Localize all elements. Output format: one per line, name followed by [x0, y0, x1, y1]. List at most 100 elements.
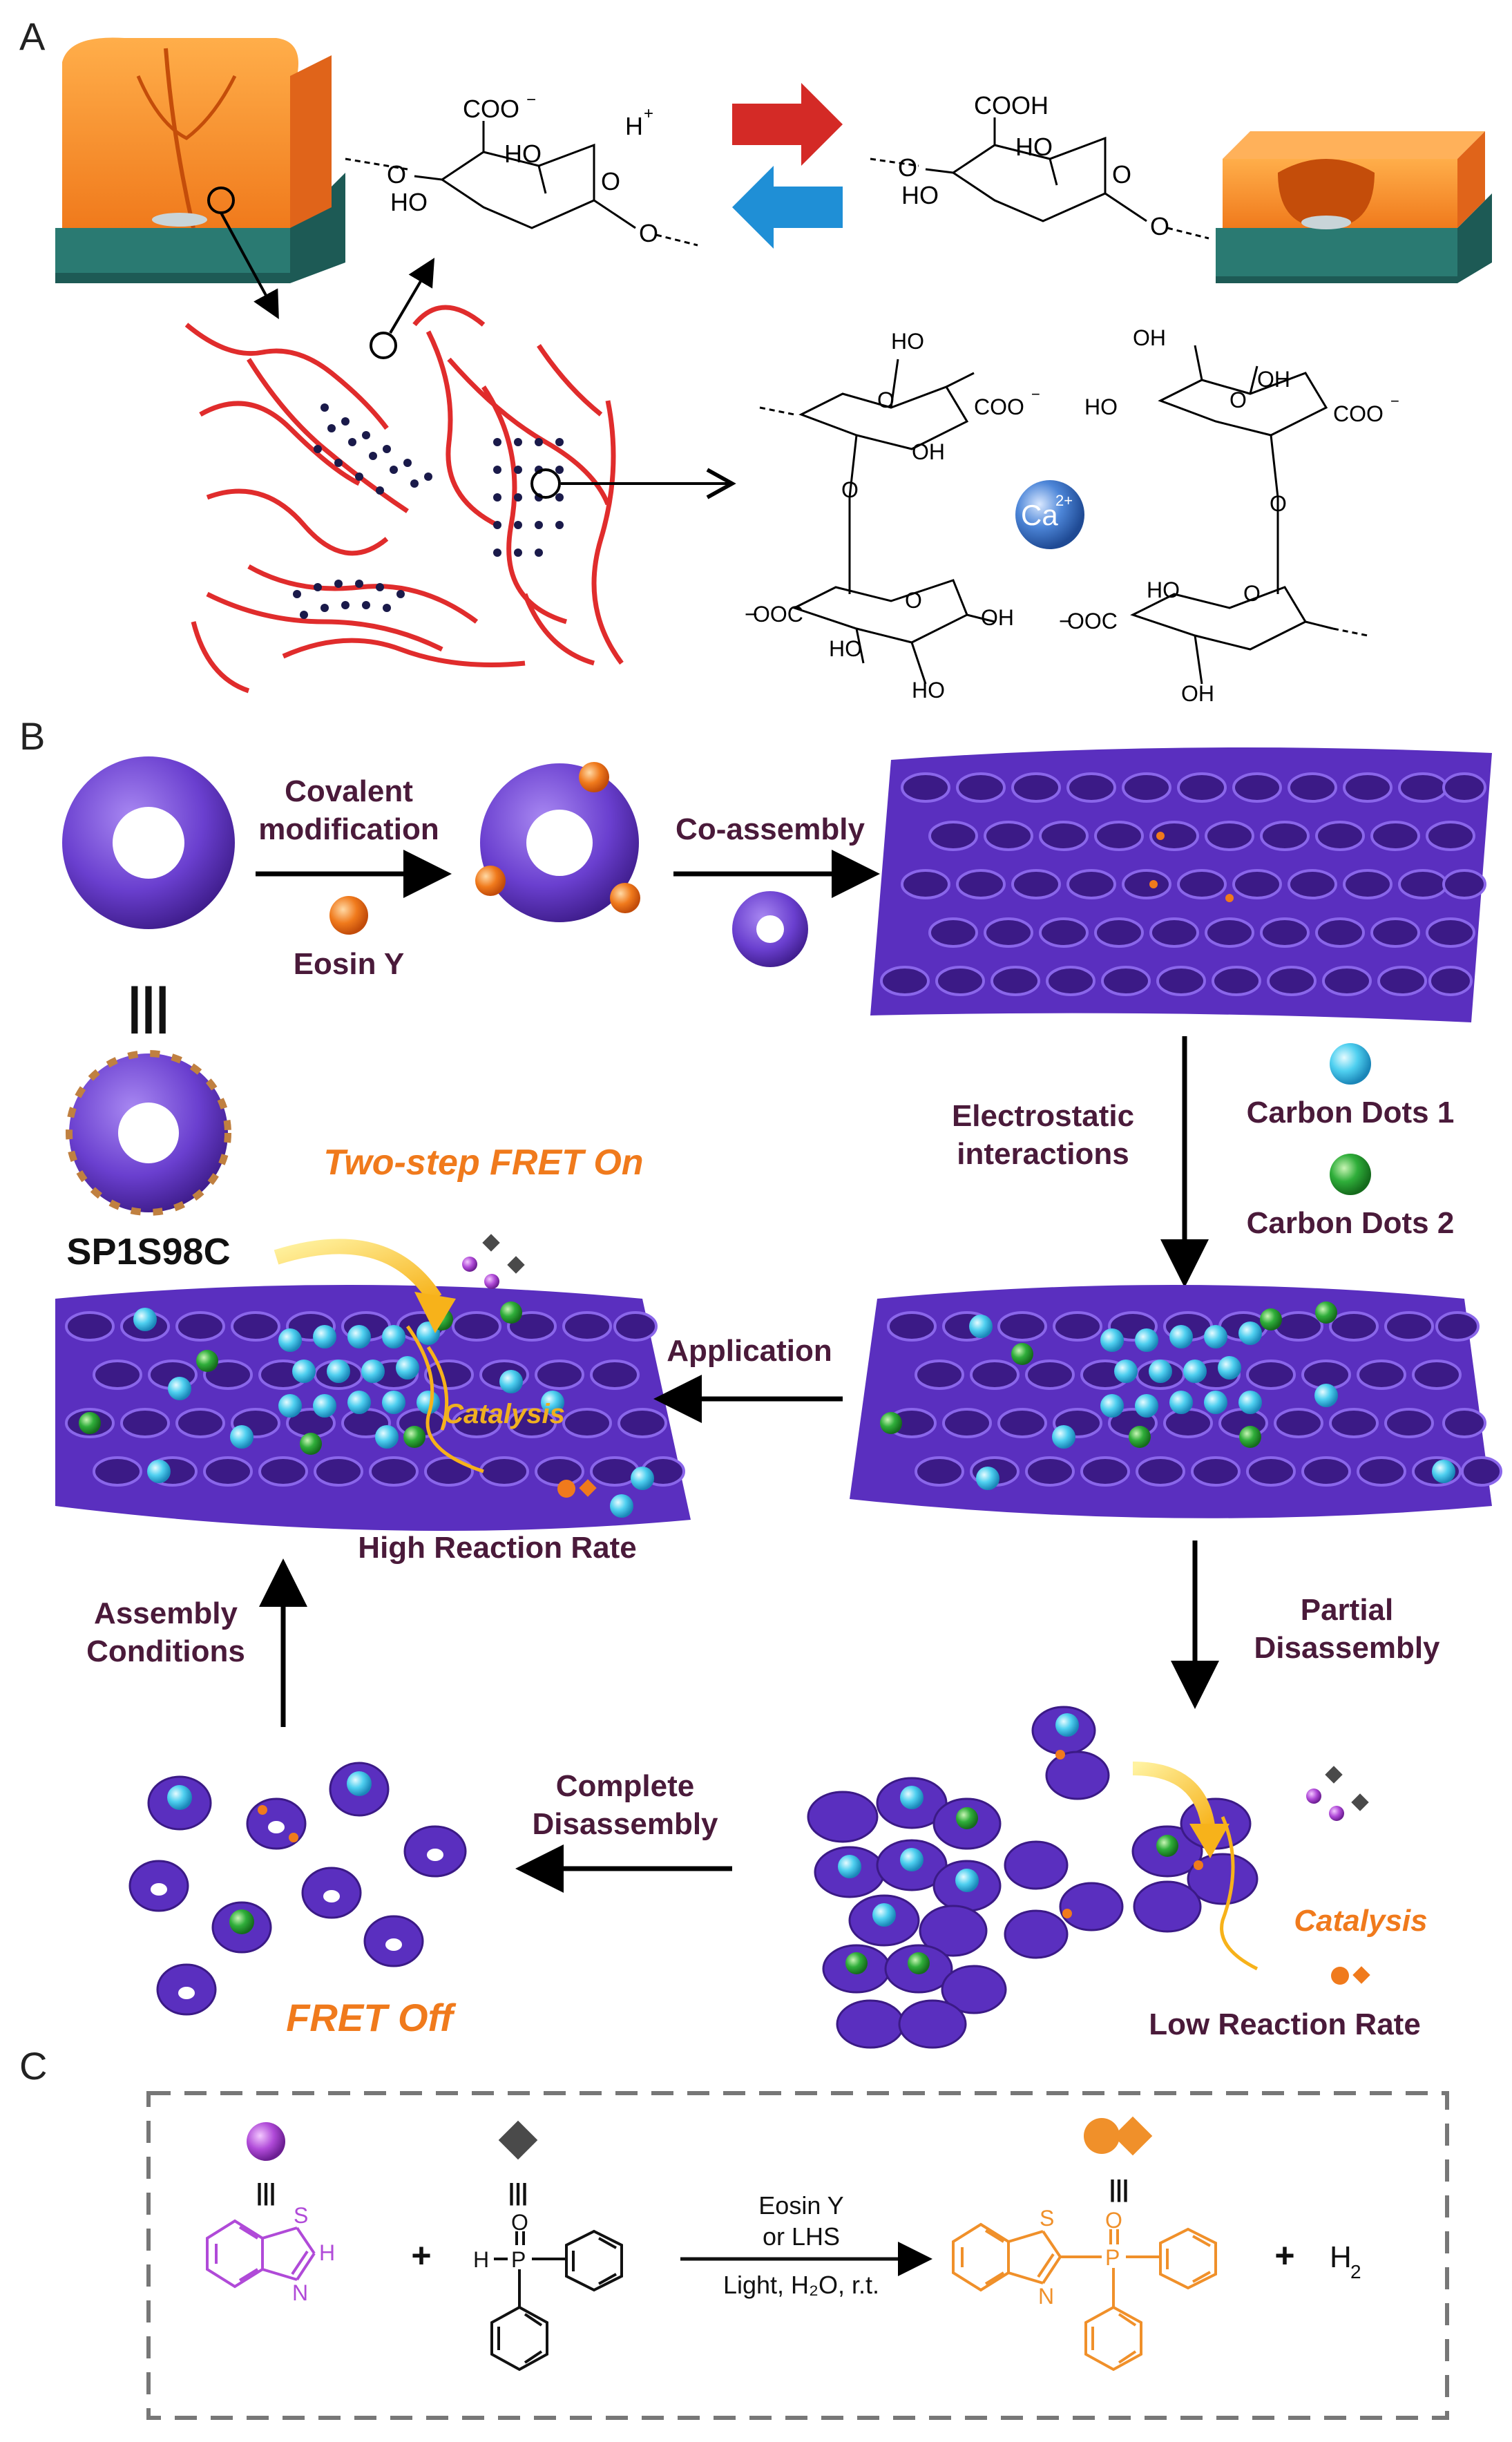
svg-text:H: H — [1330, 2240, 1352, 2274]
low-rate-label: Low Reaction Rate — [1149, 2007, 1421, 2041]
chem-egg-box-labels: HO COO − OH O OH HO OH COO − O − OOC HO … — [745, 325, 1399, 706]
panel-a-label: A — [19, 15, 46, 58]
calcium-ion — [1015, 480, 1084, 549]
svg-text:N: N — [292, 2280, 308, 2305]
svg-text:HO: HO — [912, 678, 945, 703]
covalent-label: Covalent modification — [258, 774, 439, 846]
panel-c-label: C — [19, 2044, 47, 2088]
cd-ring-plain — [62, 756, 235, 929]
svg-text:HO: HO — [1084, 394, 1118, 419]
svg-text:−: − — [526, 90, 536, 109]
svg-text:H: H — [319, 2240, 335, 2265]
svg-text:P: P — [1105, 2245, 1120, 2270]
svg-text:OH: OH — [1181, 681, 1214, 706]
svg-text:HO: HO — [1015, 133, 1053, 161]
benzothiazole-labels: S H N — [292, 2203, 335, 2305]
svg-text:O: O — [898, 153, 917, 182]
svg-text:Complete: Complete — [556, 1769, 694, 1803]
svg-text:−: − — [1059, 609, 1072, 633]
svg-text:O: O — [639, 219, 658, 247]
partial-clusters — [807, 1706, 1370, 2049]
small-ring — [732, 891, 808, 967]
svg-text:P: P — [511, 2247, 526, 2272]
svg-text:HO: HO — [390, 188, 428, 216]
svg-text:H: H — [473, 2247, 489, 2272]
chem-carboxylate-labels: COO − HO HO O O O — [387, 90, 658, 247]
svg-text:O: O — [1112, 160, 1131, 189]
svg-text:O: O — [387, 160, 406, 189]
svg-text:O: O — [841, 477, 859, 502]
scattered-rings — [128, 1762, 467, 2016]
svg-text:O: O — [905, 588, 922, 613]
chem-carboxylate — [345, 121, 698, 247]
svg-text:N: N — [1038, 2284, 1054, 2309]
cd1-label: Carbon Dots 1 — [1247, 1096, 1455, 1129]
zoom-circle-chain — [370, 332, 397, 359]
svg-text:Assembly: Assembly — [94, 1596, 238, 1630]
svg-text:Ca: Ca — [1021, 499, 1058, 531]
purple-ball-icon — [247, 2122, 285, 2161]
cd-ring-modified — [475, 762, 640, 922]
svg-text:modification: modification — [258, 812, 439, 846]
svg-text:OH: OH — [981, 605, 1014, 630]
product-structure — [952, 2222, 1217, 2372]
sp1s98c-ring — [66, 1050, 231, 1216]
svg-text:Partial: Partial — [1301, 1593, 1394, 1627]
eosin-label: Eosin Y — [294, 947, 405, 981]
two-step-fret-label: Two-step FRET On — [323, 1143, 643, 1183]
svg-text:HO: HO — [1147, 578, 1180, 602]
catalysis-label-top: Catalysis — [443, 1399, 565, 1429]
svg-text:O: O — [1243, 581, 1261, 606]
proton-label: H + — [625, 104, 653, 140]
equiv-c-3: ||| — [1109, 2176, 1129, 2202]
equiv-mark: ||| — [128, 978, 169, 1033]
fret-off-label: FRET Off — [286, 1996, 457, 2039]
hydrogen-label: H 2 — [1330, 2240, 1361, 2282]
gel-block-shrunk — [1216, 131, 1492, 283]
cd1-ball — [1330, 1043, 1371, 1085]
phosphine-oxide — [490, 2229, 623, 2372]
panel-c: C ||| S H N + ||| — [19, 2044, 1449, 2420]
svg-text:interactions: interactions — [957, 1137, 1129, 1171]
equiv-c-2: ||| — [508, 2179, 528, 2206]
svg-text:2+: 2+ — [1055, 492, 1073, 509]
calcium-label: Ca 2+ — [1021, 492, 1073, 531]
svg-text:HO: HO — [829, 636, 862, 661]
partial-label: Partial Disassembly — [1254, 1593, 1440, 1665]
panel-b-label: B — [19, 714, 45, 758]
plus-2: + — [1274, 2236, 1294, 2275]
product-labels: S N P O — [1038, 2206, 1122, 2309]
svg-text:HO: HO — [504, 140, 542, 168]
cd2-label: Carbon Dots 2 — [1247, 1206, 1455, 1240]
svg-text:or LHS: or LHS — [763, 2222, 840, 2251]
svg-text:Disassembly: Disassembly — [532, 1807, 718, 1841]
svg-text:S: S — [1040, 2206, 1054, 2231]
svg-text:H: H — [625, 112, 643, 140]
svg-text:OOC: OOC — [1067, 609, 1118, 633]
cd2-ball — [1330, 1154, 1371, 1195]
arrow-to-monomer — [389, 258, 435, 334]
svg-text:−: − — [1390, 392, 1399, 410]
svg-text:OH: OH — [1133, 325, 1166, 350]
svg-text:O: O — [511, 2210, 528, 2235]
svg-text:2: 2 — [1350, 2261, 1361, 2282]
svg-text:HO: HO — [891, 329, 924, 354]
red-arrow — [732, 83, 843, 166]
high-rate-label: High Reaction Rate — [358, 1531, 636, 1565]
svg-text:O: O — [1270, 491, 1287, 516]
complete-label: Complete Disassembly — [532, 1769, 718, 1841]
svg-text:OH: OH — [912, 439, 945, 464]
svg-text:OOC: OOC — [753, 602, 803, 627]
svg-text:+: + — [644, 104, 653, 123]
grey-diamond-icon — [498, 2120, 538, 2160]
catalysis-label-bottom: Catalysis — [1294, 1904, 1427, 1938]
panel-a: A — [19, 15, 1492, 706]
blue-arrow — [732, 166, 843, 249]
svg-text:HO: HO — [901, 181, 939, 209]
junction-zones — [293, 403, 564, 619]
svg-text:Conditions: Conditions — [86, 1634, 245, 1668]
svg-text:O: O — [877, 388, 894, 412]
sheet-assembled — [870, 747, 1492, 1022]
conditions-label: Eosin Y or LHS Light, H₂O, r.t. — [723, 2191, 879, 2299]
plus-1: + — [411, 2236, 431, 2275]
